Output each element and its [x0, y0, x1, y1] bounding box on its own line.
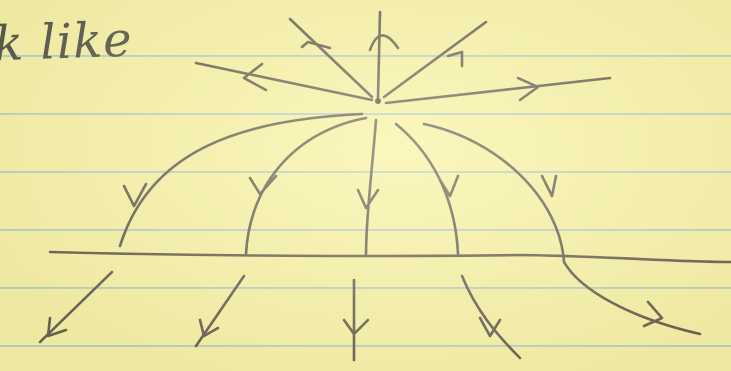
ray-right — [386, 78, 610, 103]
curve-far-right-arrowhead — [542, 176, 556, 196]
curve-right — [396, 124, 458, 254]
ray-upper-left-arrowhead — [302, 42, 330, 48]
lower-center-ray-arrowhead — [344, 320, 368, 334]
lower-left-ray — [40, 272, 112, 342]
ray-left — [196, 63, 372, 100]
curve-left — [246, 118, 366, 254]
curve-center — [366, 120, 376, 256]
ray-up-arrowhead — [370, 35, 398, 50]
curve-left-arrowhead — [250, 176, 276, 194]
curve-far-left-arrowhead — [124, 184, 146, 206]
curve-far-right — [424, 124, 700, 334]
ray-upper-right-arrowhead — [448, 52, 462, 66]
lower-right-ray — [462, 276, 520, 358]
ray-upper-right — [384, 22, 486, 97]
ray-up — [378, 12, 380, 98]
curve-far-left — [120, 114, 362, 246]
curve-right-arrowhead — [440, 176, 458, 196]
horizontal-axis-line — [50, 252, 731, 262]
